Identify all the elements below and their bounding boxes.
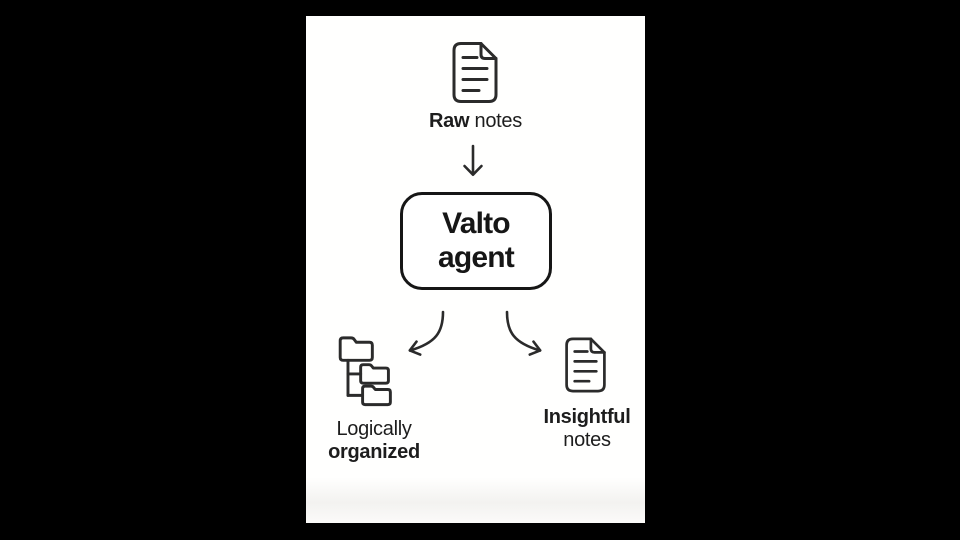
raw-notes-label-bold: Raw [429, 110, 470, 132]
agent-name-line2: agent [437, 241, 515, 274]
agent-name-line1: Valto [442, 207, 510, 240]
logically-organized-label: Logically organized [306, 418, 442, 464]
insightful-notes-line1: Insightful [543, 406, 631, 428]
raw-notes-label: Raw notes [306, 110, 645, 133]
insightful-notes-line2: notes [563, 429, 611, 451]
raw-notes-document-icon [450, 41, 500, 104]
insightful-notes-label: Insightful notes [517, 406, 657, 452]
curved-arrow-left [408, 310, 445, 356]
folder-tree-icon [336, 333, 397, 409]
valto-agent-box: Valto agent [400, 192, 552, 290]
insightful-notes-document-icon [563, 335, 608, 395]
logically-organized-line2: organized [328, 441, 420, 463]
raw-notes-label-rest: notes [469, 110, 523, 132]
down-arrow [463, 144, 483, 176]
curved-arrow-right [505, 310, 542, 356]
logically-organized-line1: Logically [336, 418, 412, 440]
diagram-panel: Raw notes Valto agent Logically organize… [306, 16, 645, 523]
